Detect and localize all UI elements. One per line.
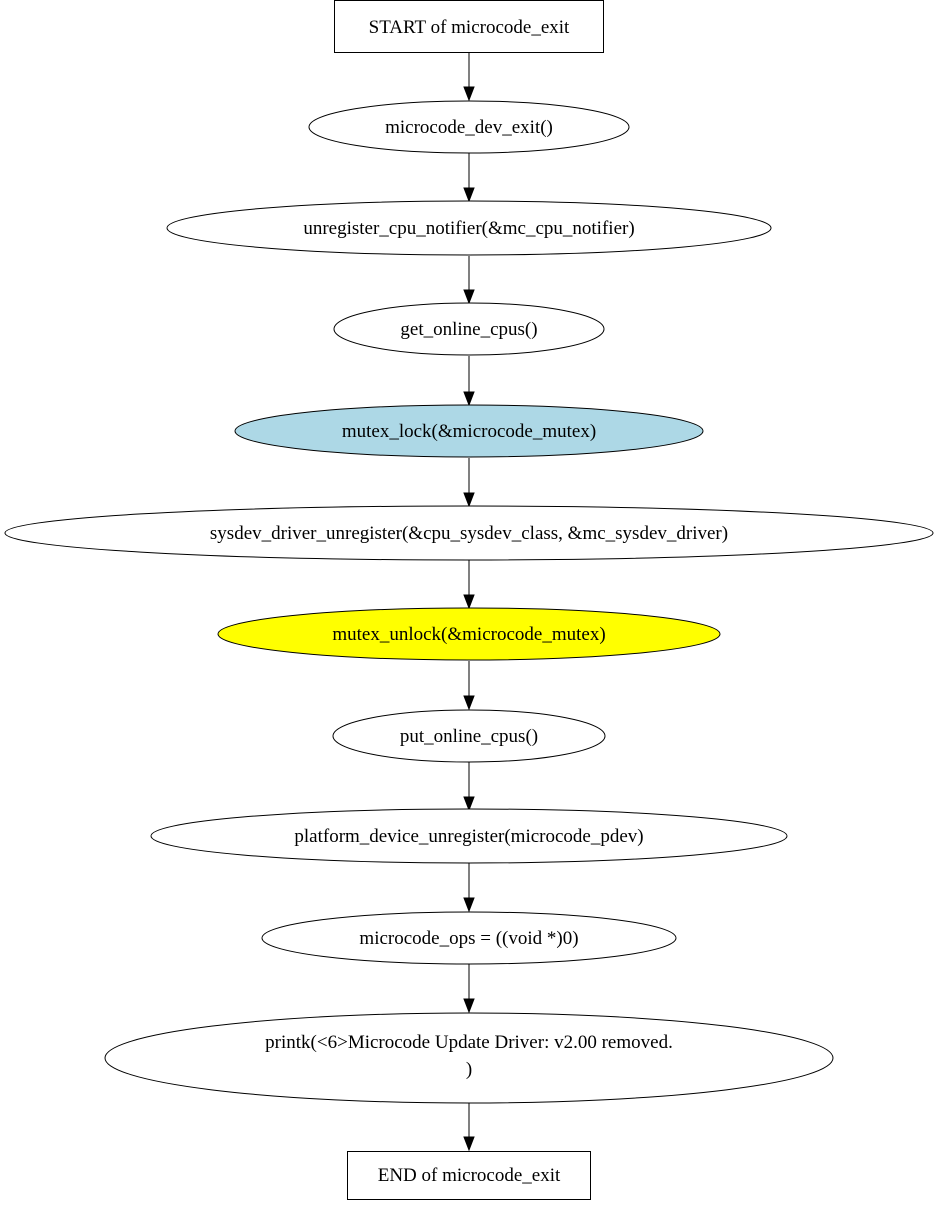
end-label: END of microcode_exit: [378, 1165, 561, 1186]
node-mutex-lock: mutex_lock(&microcode_mutex): [234, 404, 704, 458]
start-label: START of microcode_exit: [369, 17, 570, 38]
platform-device-unregister-ellipse: [150, 808, 788, 864]
arrowhead-start-n1: [463, 86, 475, 102]
platform-device-unregister-label: platform_device_unregister(microcode_pde…: [294, 826, 643, 847]
microcode-ops-label: microcode_ops = ((void *)0): [359, 928, 578, 949]
node-unregister-cpu-notifier: unregister_cpu_notifier(&mc_cpu_notifier…: [166, 200, 772, 256]
get-online-cpus-ellipse: [333, 302, 605, 356]
node-sysdev-driver-unregister: sysdev_driver_unregister(&cpu_sysdev_cla…: [4, 505, 934, 561]
unregister-cpu-notifier-label: unregister_cpu_notifier(&mc_cpu_notifier…: [303, 218, 634, 239]
end-box: [347, 1151, 591, 1200]
mutex-lock-ellipse: [234, 404, 704, 458]
node-put-online-cpus: put_online_cpus(): [332, 709, 606, 763]
node-microcode-ops: microcode_ops = ((void *)0): [261, 911, 677, 965]
mutex-unlock-ellipse: [217, 607, 721, 661]
arrowhead-n2-n3: [463, 289, 475, 305]
arrowhead-n1-n2: [463, 187, 475, 203]
arrowhead-n7-n8: [463, 796, 475, 812]
arrowhead-n6-n7: [463, 695, 475, 711]
node-microcode-dev-exit: microcode_dev_exit(): [308, 100, 630, 154]
edges: [463, 53, 475, 1152]
node-platform-device-unregister: platform_device_unregister(microcode_pde…: [150, 808, 788, 864]
printk-label-line-2: ): [466, 1059, 472, 1080]
node-end: END of microcode_exit: [347, 1151, 591, 1200]
microcode-ops-ellipse: [261, 911, 677, 965]
node-mutex-unlock: mutex_unlock(&microcode_mutex): [217, 607, 721, 661]
arrowhead-n8-n9: [463, 897, 475, 913]
node-start: START of microcode_exit: [334, 0, 604, 53]
arrowhead-n5-n6: [463, 594, 475, 610]
get-online-cpus-label: get_online_cpus(): [400, 319, 537, 340]
arrowhead-n3-n4: [463, 391, 475, 407]
printk-ellipse: [104, 1012, 834, 1104]
arrowhead-n9-n10: [463, 998, 475, 1014]
sysdev-driver-unregister-label: sysdev_driver_unregister(&cpu_sysdev_cla…: [210, 523, 728, 544]
printk-label-line-1: printk(<6>Microcode Update Driver: v2.00…: [265, 1032, 673, 1053]
put-online-cpus-label: put_online_cpus(): [400, 726, 538, 747]
microcode-dev-exit-ellipse: [308, 100, 630, 154]
start-box: [334, 0, 604, 53]
node-printk: printk(<6>Microcode Update Driver: v2.00…: [104, 1012, 834, 1104]
arrowhead-n10-end: [463, 1136, 475, 1152]
unregister-cpu-notifier-ellipse: [166, 200, 772, 256]
node-get-online-cpus: get_online_cpus(): [333, 302, 605, 356]
put-online-cpus-ellipse: [332, 709, 606, 763]
sysdev-driver-unregister-ellipse: [4, 505, 934, 561]
arrowhead-n4-n5: [463, 492, 475, 508]
mutex-unlock-label: mutex_unlock(&microcode_mutex): [332, 624, 605, 645]
microcode-dev-exit-label: microcode_dev_exit(): [385, 117, 553, 138]
mutex-lock-label: mutex_lock(&microcode_mutex): [342, 421, 596, 442]
